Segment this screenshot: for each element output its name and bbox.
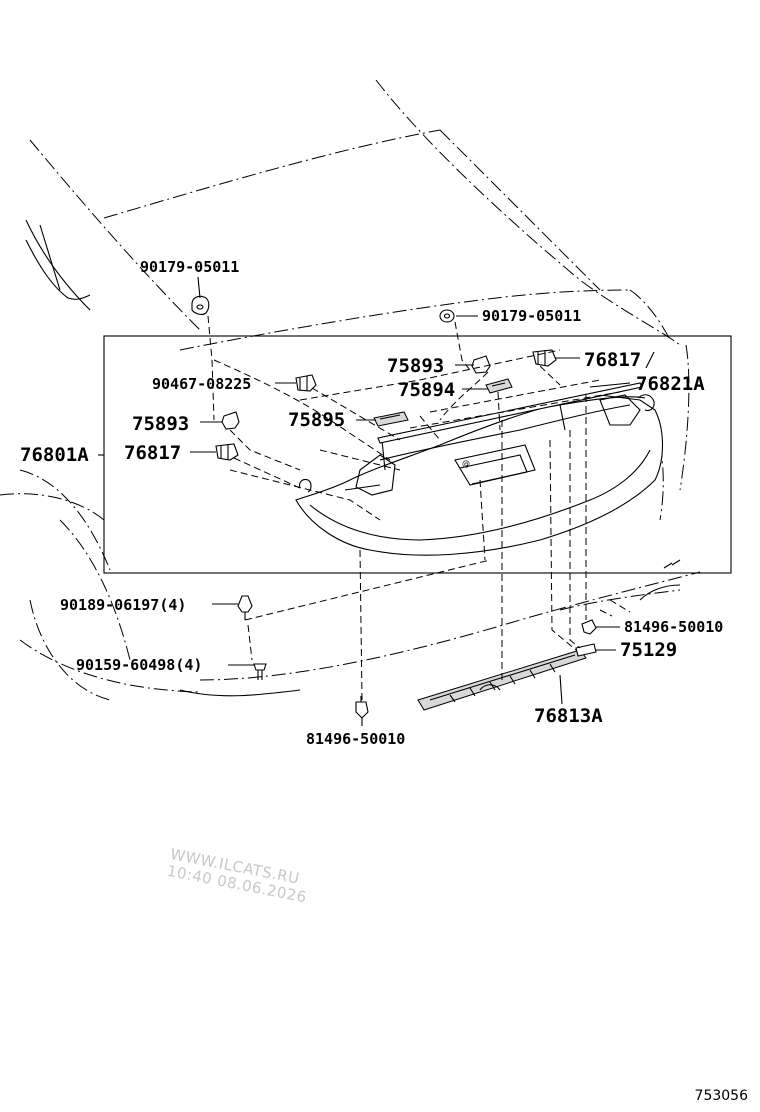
screw-90159-60498 bbox=[253, 663, 267, 680]
label-75894: 75894 bbox=[398, 379, 455, 401]
nut-90179-05011-right bbox=[439, 309, 455, 323]
diagram-id: 753056 bbox=[694, 1088, 748, 1104]
label-75893-left: 75893 bbox=[132, 413, 189, 435]
clip-76817-left bbox=[215, 443, 239, 461]
leader-lines bbox=[98, 276, 655, 726]
label-90179-05011-right: 90179-05011 bbox=[482, 307, 581, 325]
clip-76817-right bbox=[532, 349, 557, 367]
label-76821A: 76821A bbox=[636, 373, 705, 395]
clip-90189-06197 bbox=[237, 595, 253, 620]
nut-90179-05011-left bbox=[191, 295, 210, 315]
clip-90467-08225 bbox=[295, 374, 317, 392]
car-body-outline bbox=[0, 79, 701, 701]
label-81496-50010-right: 81496-50010 bbox=[624, 618, 723, 636]
pad-75129 bbox=[575, 643, 597, 657]
emblem-75895 bbox=[373, 411, 409, 427]
label-75895: 75895 bbox=[288, 409, 345, 431]
label-75129: 75129 bbox=[620, 639, 677, 661]
label-90179-05011-left: 90179-05011 bbox=[140, 258, 239, 276]
clip-81496-50010-right bbox=[581, 619, 597, 635]
panel-mark: @ bbox=[462, 459, 470, 468]
label-90189-06197: 90189-06197(4) bbox=[60, 596, 186, 614]
label-90159-60498: 90159-60498(4) bbox=[76, 656, 202, 674]
emblem-75894 bbox=[485, 378, 513, 394]
label-76817-left: 76817 bbox=[124, 442, 181, 464]
cap-75893-right bbox=[471, 355, 491, 374]
label-90467-08225: 90467-08225 bbox=[152, 375, 251, 393]
label-76817-right: 76817 bbox=[584, 349, 641, 371]
rear-garnish-panel: @ bbox=[295, 394, 663, 556]
assembly-lines bbox=[207, 315, 621, 701]
label-76801A: 76801A bbox=[20, 444, 89, 466]
clip-81496-50010-lower bbox=[355, 696, 369, 719]
label-75893-right: 75893 bbox=[387, 355, 444, 377]
label-76813A: 76813A bbox=[534, 705, 603, 727]
label-81496-50010-lower: 81496-50010 bbox=[306, 730, 405, 748]
cap-75893-left bbox=[221, 411, 240, 430]
part-labels: 90179-05011 90179-05011 75893 76817 9046… bbox=[20, 258, 723, 748]
garnish-molding bbox=[377, 382, 643, 444]
